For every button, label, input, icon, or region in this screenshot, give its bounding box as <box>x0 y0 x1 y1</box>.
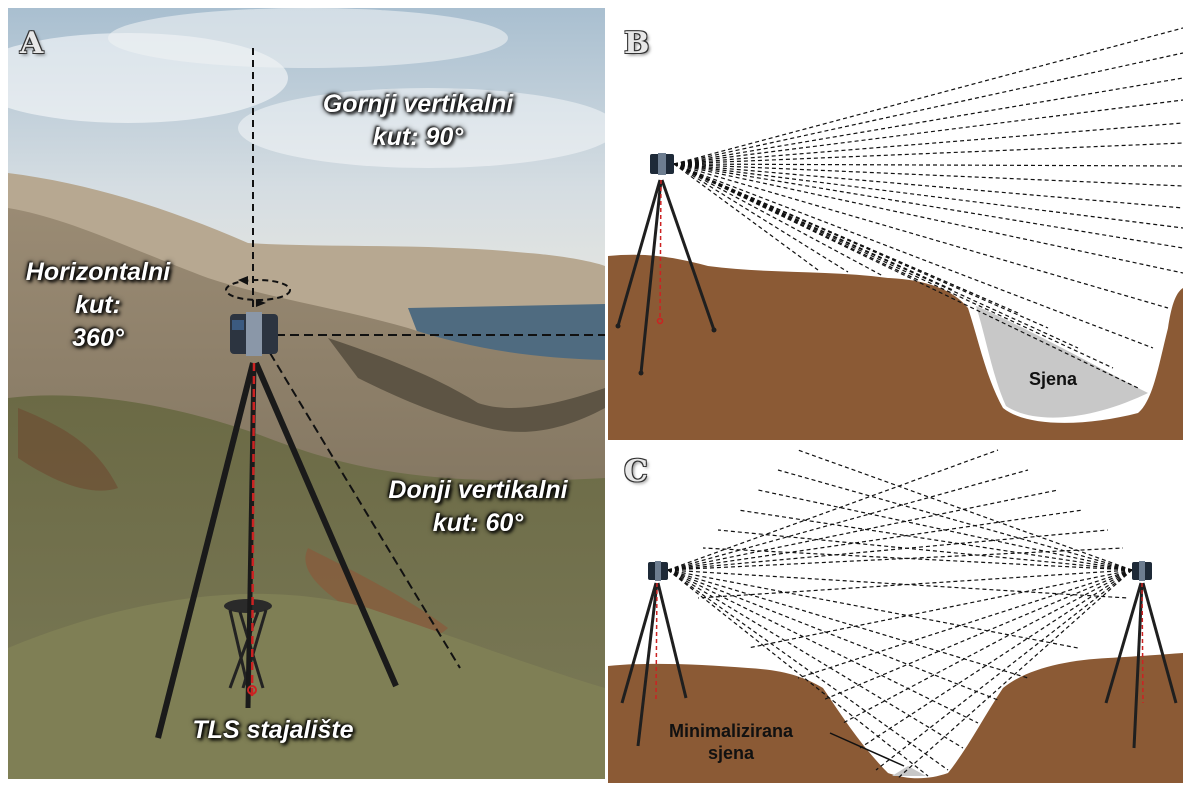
scan-ray <box>859 569 1133 749</box>
ground-profile <box>608 254 1183 440</box>
scan-ray <box>673 142 1183 165</box>
two-station-diagram <box>608 449 1183 783</box>
tripod-icon <box>615 179 717 376</box>
scan-ray <box>757 489 1133 571</box>
scan-ray <box>673 163 819 271</box>
scan-ray <box>673 122 1183 165</box>
scan-ray <box>673 163 919 281</box>
horizontal-line1: Horizontalni <box>25 258 171 286</box>
scan-ray <box>667 469 1029 571</box>
upper-angle-line2: kut: 90° <box>372 123 464 151</box>
panel-c-diagram: C Minimalizirana sjena <box>608 448 1183 783</box>
scan-ray <box>673 163 1183 274</box>
ground-profile <box>608 653 1183 783</box>
scan-rays <box>667 449 1133 779</box>
horizontal-line3: 360° <box>72 324 124 352</box>
laser-scanner-icon <box>650 153 674 175</box>
laser-scanner-icon <box>230 312 278 356</box>
scan-ray <box>673 163 849 273</box>
scan-ray <box>673 163 1154 349</box>
scan-ray <box>673 52 1183 165</box>
upper-vertical-angle-label: Gornji vertikalni kut: 90° <box>298 88 538 154</box>
scan-ray <box>797 449 1133 571</box>
scan-ray <box>673 163 1169 309</box>
scan-ray <box>667 569 964 749</box>
lower-vertical-angle-label: Donji vertikalni kut: 60° <box>358 474 598 540</box>
scan-ray <box>673 163 954 291</box>
scan-ray <box>697 569 1133 599</box>
scan-ray <box>673 163 1183 229</box>
panel-a-photo: A Gornji vertikalni kut: 90° Horizontaln… <box>8 8 605 779</box>
scan-ray <box>673 163 989 301</box>
shadow-label: Sjena <box>1028 369 1078 389</box>
panel-a-letter: A <box>20 26 44 61</box>
panel-b-letter: B <box>624 26 650 61</box>
scan-ray <box>673 163 1183 167</box>
scan-ray <box>673 163 884 277</box>
scan-ray <box>673 163 1049 329</box>
scan-ray <box>673 163 1183 249</box>
minimized-shadow-line2: sjena <box>707 743 755 763</box>
scan-ray <box>667 569 1079 649</box>
laser-scanner-icon <box>1132 561 1152 581</box>
tls-station-label: TLS stajalište <box>192 716 354 744</box>
scan-ray <box>667 529 1109 571</box>
single-station-diagram <box>608 27 1183 440</box>
shadow-area <box>976 306 1148 418</box>
lower-angle-line1: Donji vertikalni <box>388 476 568 504</box>
scan-ray <box>667 569 1029 679</box>
upper-angle-line1: Gornji vertikalni <box>322 90 514 118</box>
scan-ray <box>667 569 979 724</box>
horizontal-angle-label: Horizontalni kut: 360° <box>8 256 198 355</box>
laser-scanner-icon <box>648 561 668 581</box>
scan-ray <box>737 509 1133 571</box>
scan-ray <box>667 569 949 771</box>
tripod-icon <box>155 361 399 739</box>
scan-ray <box>667 569 929 777</box>
scan-ray <box>717 529 1133 571</box>
scan-ray <box>667 489 1059 571</box>
scan-ray <box>673 77 1183 165</box>
lower-angle-line2: kut: 60° <box>432 509 524 537</box>
scan-ray <box>797 569 1133 679</box>
minimized-shadow-label: Minimalizirana sjena <box>646 720 816 764</box>
scan-ray <box>842 569 1133 724</box>
scan-rays <box>673 27 1183 389</box>
scan-ray <box>702 547 1133 571</box>
scan-ray <box>673 163 1183 209</box>
photo-scene <box>8 8 605 779</box>
scan-ray <box>777 469 1133 571</box>
tripod-icon <box>620 582 688 747</box>
scan-ray <box>875 569 1133 771</box>
scan-ray <box>747 569 1133 649</box>
panel-c-letter: C <box>624 454 648 489</box>
scan-ray <box>673 163 1183 187</box>
scan-ray <box>667 449 999 571</box>
horizontal-line2: kut: <box>75 291 121 319</box>
scan-ray <box>673 27 1183 165</box>
tripod-icon <box>1104 582 1178 749</box>
scan-ray <box>667 569 999 701</box>
scan-ray <box>667 509 1084 571</box>
scan-ray <box>673 99 1183 165</box>
panel-b-diagram: B Sjena <box>608 8 1183 440</box>
scan-ray <box>673 163 1114 369</box>
minimized-shadow-area <box>892 766 926 776</box>
minimized-shadow-line1: Minimalizirana <box>668 721 794 741</box>
scan-ray <box>897 569 1133 779</box>
